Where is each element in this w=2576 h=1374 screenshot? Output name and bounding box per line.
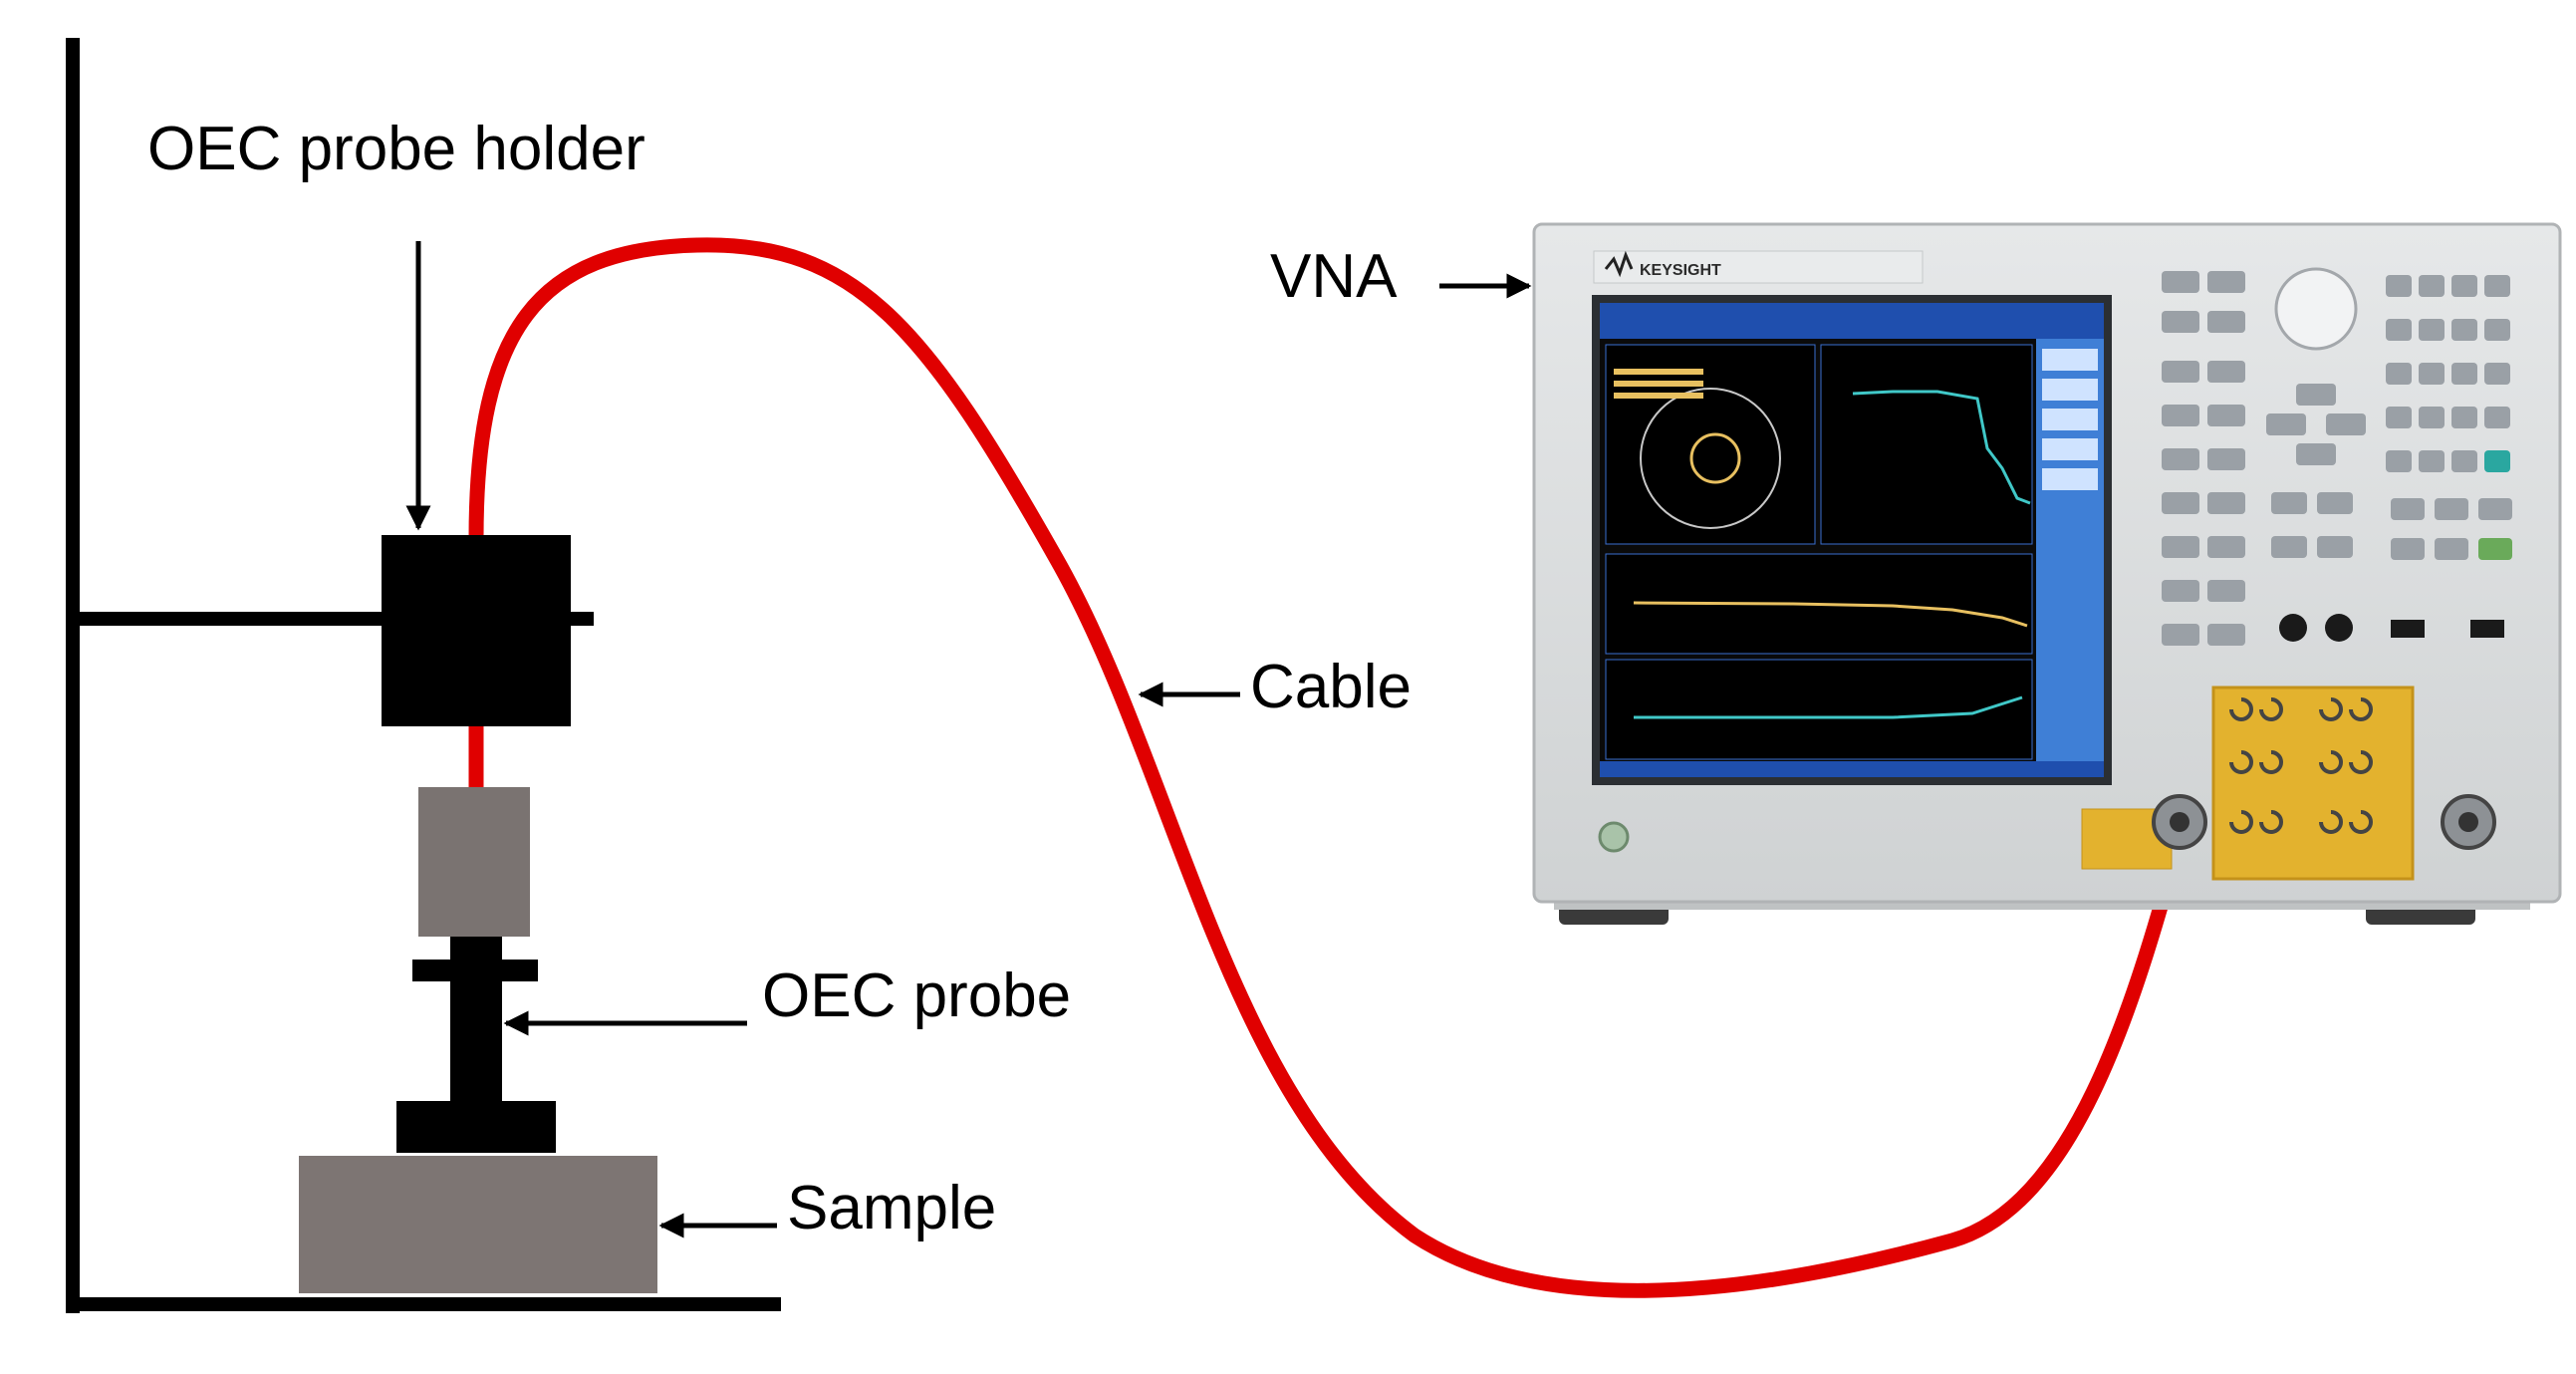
- label-probe: OEC probe: [762, 962, 1071, 1030]
- vna-rotary-knob[interactable]: [2274, 267, 2358, 351]
- vna-connector-panel: [2211, 686, 2415, 881]
- vna-power-button[interactable]: [1598, 821, 1630, 853]
- vna-screen-sidebar: [2036, 339, 2104, 777]
- vna-brand-text: KEYSIGHT: [1640, 262, 1721, 279]
- trace-top-right: [1852, 390, 2031, 505]
- label-sample: Sample: [787, 1174, 996, 1242]
- vna-switch-loops: [2229, 697, 2373, 834]
- vna-navigation-pad[interactable]: [2266, 384, 2366, 465]
- vna-usb-port-1: [2279, 614, 2307, 642]
- vna-port-1-center: [2170, 812, 2190, 832]
- vna-usb-slot-2: [2470, 620, 2504, 638]
- cable: [468, 237, 2190, 1298]
- smith-chart-circle: [1640, 388, 1781, 529]
- sample-block: [299, 1156, 657, 1293]
- trace-window-top-right: [1820, 344, 2033, 545]
- vna-screen-statusbar: [1600, 761, 2104, 777]
- keysight-logo-icon: [1604, 250, 1634, 278]
- vna-screen-menubar: [1600, 303, 2104, 339]
- vna-numeric-keypad[interactable]: [2386, 275, 2512, 560]
- stand-vertical-post: [66, 38, 80, 1313]
- probe-sleeve: [418, 787, 530, 937]
- vna-keypad-mid[interactable]: [2271, 492, 2353, 558]
- label-cable: Cable: [1250, 653, 1412, 721]
- trace-bottom-2: [1634, 695, 2023, 719]
- vna-usb-port-2: [2325, 614, 2353, 642]
- stand-base: [66, 1297, 781, 1311]
- vna-softkeys: [2042, 349, 2098, 490]
- probe-body: [450, 937, 502, 1106]
- oec-probe-holder: [382, 535, 571, 726]
- label-vna: VNA: [1270, 242, 1398, 311]
- trace-bottom-1: [1633, 601, 2028, 628]
- label-probe-holder: OEC probe holder: [147, 115, 645, 183]
- smith-chart-readouts: [1614, 369, 1703, 399]
- smith-chart-trace: [1689, 432, 1741, 484]
- smith-chart-window: [1605, 344, 1816, 545]
- probe-flange-bottom: [396, 1101, 556, 1153]
- vna-brand-plate: [1593, 250, 1924, 284]
- vna-instrument: KEYSIGHT: [1532, 222, 2562, 925]
- vna-keypad-left[interactable]: [2162, 271, 2245, 646]
- vna-usb-slot-1: [2391, 620, 2425, 638]
- vna-port-2-center: [2458, 812, 2478, 832]
- trace-window-bottom-2: [1605, 659, 2033, 760]
- oec-probe: [396, 787, 556, 1153]
